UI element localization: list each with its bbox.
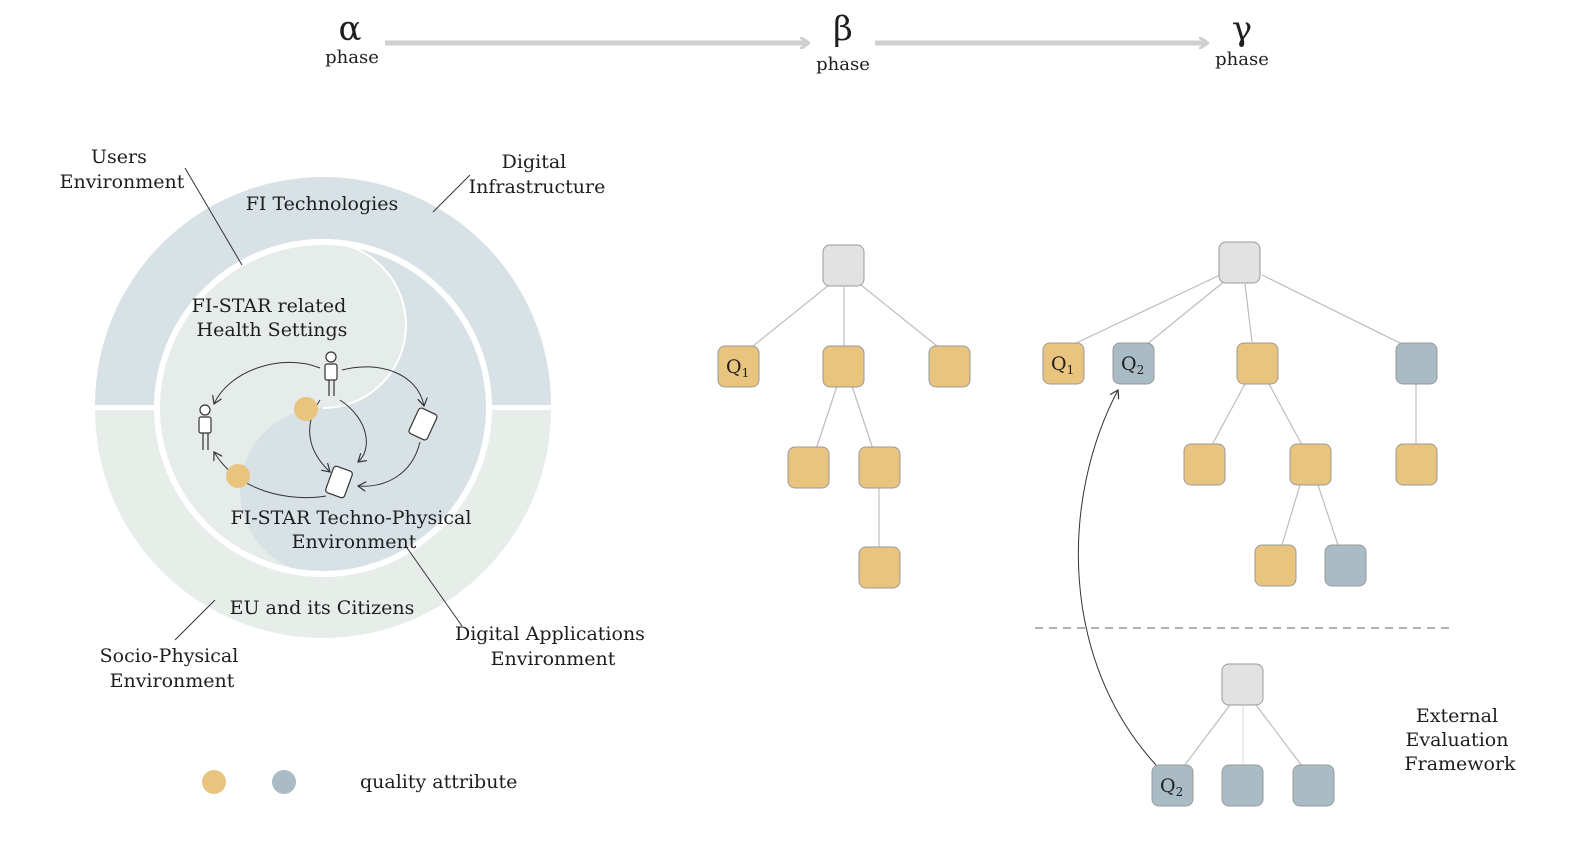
legend-blue-dot bbox=[272, 770, 296, 794]
quality-attribute-dot bbox=[226, 464, 250, 488]
beta-phase-label: phase bbox=[816, 54, 870, 75]
external-node bbox=[1292, 764, 1335, 807]
fi-technologies-label: FI Technologies bbox=[246, 193, 398, 215]
alpha-symbol: α bbox=[339, 9, 362, 49]
person-icon bbox=[198, 404, 212, 450]
external-root-node bbox=[1221, 663, 1264, 706]
gamma-node bbox=[1324, 544, 1367, 587]
beta-root-node bbox=[822, 244, 865, 287]
legend-orange-dot bbox=[202, 770, 226, 794]
gamma-node bbox=[1289, 443, 1332, 486]
beta-node bbox=[858, 546, 901, 589]
socio-physical-label: Socio-Physical Environment bbox=[100, 645, 245, 692]
phase-timeline: α phase β phase γ phase bbox=[325, 9, 1269, 75]
gamma-node bbox=[1183, 443, 1226, 486]
gamma-q1-label: Q1 bbox=[1051, 353, 1074, 377]
users-environment-label: Users Environment bbox=[60, 146, 185, 193]
beta-tree-nodes: Q1 bbox=[717, 244, 971, 589]
gamma-symbol: γ bbox=[1232, 9, 1252, 49]
beta-node bbox=[928, 345, 971, 388]
beta-tree bbox=[747, 284, 943, 549]
external-tree-nodes: Q2 bbox=[1151, 663, 1335, 807]
beta-q1-label: Q1 bbox=[726, 356, 749, 380]
legend: quality attribute bbox=[202, 770, 517, 794]
beta-node bbox=[787, 446, 830, 489]
legend-label: quality attribute bbox=[360, 771, 517, 793]
q2-import-arrow bbox=[1077, 390, 1157, 766]
gamma-phase-label: phase bbox=[1215, 49, 1269, 70]
gamma-node bbox=[1395, 443, 1438, 486]
gamma-node bbox=[1395, 342, 1438, 385]
digital-infrastructure-ring bbox=[95, 177, 551, 405]
environment-circle-diagram: Users Environment Digital Infrastructure… bbox=[60, 146, 651, 692]
gamma-node bbox=[1236, 342, 1279, 385]
techno-physical-label: FI-STAR Techno-Physical Environment bbox=[231, 507, 478, 553]
gamma-root-node bbox=[1218, 241, 1261, 284]
quality-attribute-dot bbox=[294, 397, 318, 421]
gamma-q1-node bbox=[1042, 342, 1085, 385]
digital-infrastructure-label: Digital Infrastructure bbox=[469, 151, 606, 198]
gamma-q2-label: Q2 bbox=[1121, 353, 1144, 377]
socio-physical-ring bbox=[95, 410, 551, 638]
tablet-icon bbox=[408, 407, 438, 441]
alpha-phase-label: phase bbox=[325, 47, 379, 68]
gamma-tree-nodes: Q1 Q2 bbox=[1042, 241, 1438, 587]
gamma-q2-node bbox=[1112, 342, 1155, 385]
eu-citizens-label: EU and its Citizens bbox=[230, 597, 415, 619]
external-framework-label: External Evaluation Framework bbox=[1404, 705, 1516, 775]
health-settings-label: FI-STAR related Health Settings bbox=[192, 295, 353, 341]
techno-physical-region bbox=[240, 242, 489, 574]
gamma-node bbox=[1254, 544, 1297, 587]
person-icon bbox=[324, 351, 338, 396]
external-node bbox=[1221, 764, 1264, 807]
beta-symbol: β bbox=[833, 9, 853, 49]
external-q2-label: Q2 bbox=[1160, 775, 1183, 799]
tablet-icon bbox=[325, 465, 353, 499]
beta-node bbox=[822, 345, 865, 388]
external-q2-node bbox=[1151, 764, 1194, 807]
beta-node bbox=[858, 446, 901, 489]
beta-q1-node bbox=[717, 345, 760, 388]
gamma-tree bbox=[1071, 274, 1417, 767]
digital-applications-label: Digital Applications Environment bbox=[455, 623, 651, 670]
